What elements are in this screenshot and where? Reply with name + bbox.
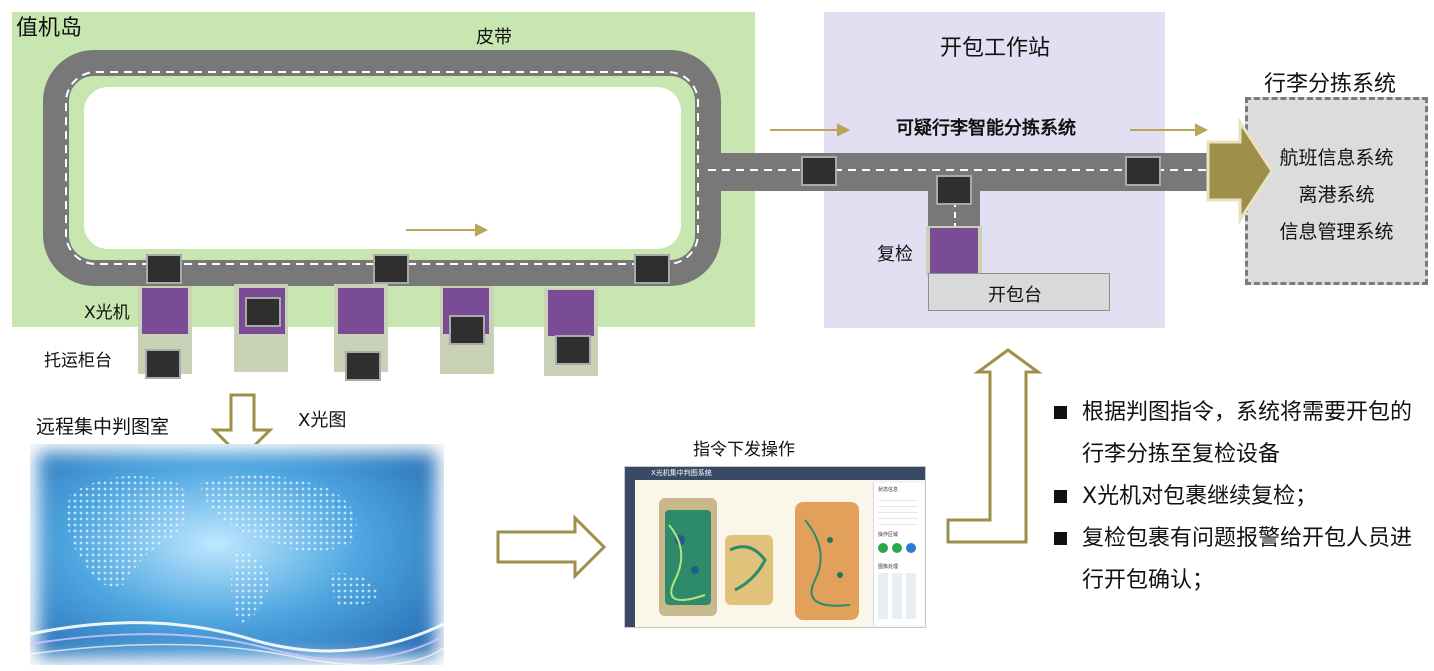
island-label: 值机岛: [16, 16, 83, 41]
bag-marker: [936, 175, 972, 205]
bullet-text: 复检包裹有问题报警给开包人员进行开包确认；: [1082, 526, 1413, 593]
checkin-unit-5: [544, 288, 598, 376]
unpack-station-label: 开包工作站: [940, 36, 1051, 61]
bag-marker: [634, 254, 670, 284]
xray-image-label: X光图: [298, 410, 347, 431]
flow-arrow-to-station: [770, 123, 851, 137]
screenshot-sidebar: [625, 480, 635, 627]
software-screenshot: X光机集中判图系统 状态信息 操作区域 图像处理: [624, 466, 926, 628]
system-info-mgmt: 信息管理系统: [1279, 221, 1394, 243]
remote-room-label: 远程集中判图室: [36, 416, 170, 438]
command-dispatch-label: 指令下发操作: [693, 440, 795, 460]
unpack-table-label: 开包台: [988, 285, 1042, 306]
checkin-unit-2: [234, 284, 288, 372]
bullet-item: 复检包裹有问题报警给开包人员进行开包确认；: [1052, 518, 1422, 602]
screenshot-titlebar: X光机集中判图系统: [625, 467, 925, 480]
bag-marker: [146, 254, 182, 284]
unpack-table: [928, 273, 1110, 311]
smart-sorting-label: 可疑行李智能分拣系统: [896, 118, 1076, 139]
bullet-item: 根据判图指令，系统将需要开包的行李分拣至复检设备: [1052, 392, 1422, 476]
xray-scan-image: [635, 480, 871, 627]
op-button-blue[interactable]: [906, 543, 916, 553]
flow-arrow-to-sorting: [1130, 123, 1209, 137]
panel-header-ops: 操作区域: [878, 532, 899, 538]
bullet-square: [1054, 490, 1067, 503]
xray-machine-label: X光机: [84, 303, 130, 323]
system-departure: 离港系统: [1298, 184, 1375, 206]
op-button-green[interactable]: [878, 543, 888, 553]
hollow-arrow-up-elbow: [946, 348, 1043, 544]
screenshot-panel: 状态信息 操作区域 图像处理: [873, 483, 924, 625]
checkin-counter-label: 托运柜台: [44, 351, 112, 371]
bag-marker: [373, 254, 409, 284]
system-flight-info: 航班信息系统: [1279, 147, 1394, 169]
belt-label: 皮带: [476, 27, 512, 48]
panel-header-status: 状态信息: [878, 487, 899, 493]
belt-loop-inner: [84, 87, 681, 249]
remote-room-image: [30, 444, 444, 665]
bullet-square: [1054, 532, 1067, 545]
hollow-arrow-right: [496, 514, 607, 580]
flow-arrow-belt: [406, 223, 489, 237]
recheck-label: 复检: [877, 244, 913, 265]
recheck-xray: [926, 226, 982, 276]
screenshot-title: X光机集中判图系统: [651, 469, 712, 477]
bullet-square: [1054, 406, 1067, 419]
op-button-green[interactable]: [892, 543, 902, 553]
checkin-unit-3: [334, 284, 388, 381]
bullet-item: X光机对包裹继续复检；: [1052, 476, 1422, 518]
checkin-unit-4: [440, 286, 494, 374]
world-map-graphic: [30, 475, 444, 665]
big-arrow-to-sorting: [1206, 116, 1274, 226]
bullet-text: 根据判图指令，系统将需要开包的行李分拣至复检设备: [1082, 400, 1413, 467]
baggage-sorting-label: 行李分拣系统: [1264, 72, 1397, 97]
bullet-list: 根据判图指令，系统将需要开包的行李分拣至复检设备 X光机对包裹继续复检； 复检包…: [1052, 392, 1422, 602]
bullet-text: X光机对包裹继续复检；: [1082, 484, 1318, 509]
panel-header-image: 图像处理: [878, 564, 899, 570]
bag-marker: [1125, 156, 1161, 186]
bag-marker: [801, 156, 837, 186]
checkin-unit-1: [138, 286, 192, 379]
